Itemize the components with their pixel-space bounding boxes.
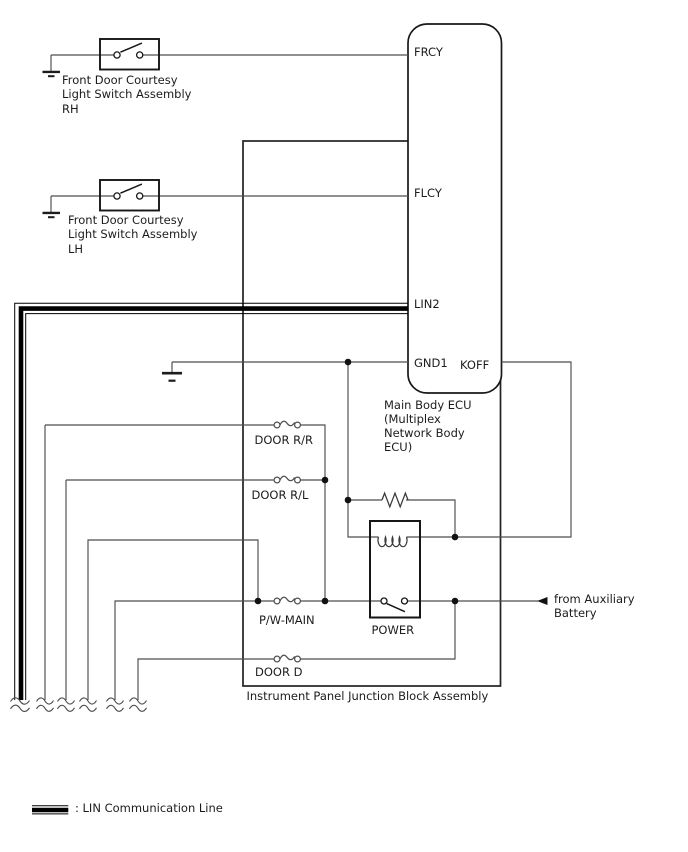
switch-lh-label: Front Door Courtesy Light Switch Assembl… bbox=[68, 213, 197, 256]
switch-box-rh bbox=[99, 38, 160, 71]
squiggle-icon-door-rr bbox=[36, 697, 54, 712]
ecu-caption-line4: ECU) bbox=[384, 440, 413, 455]
relay-coil-icon bbox=[377, 535, 408, 548]
squiggle-icon-lin bbox=[10, 697, 30, 713]
switch-contact-lh bbox=[113, 183, 144, 200]
connector-label-door-rr: DOOR R/R bbox=[254, 432, 313, 447]
switch-contact-rh bbox=[113, 42, 144, 59]
squiggle-icon-door-rl bbox=[57, 697, 75, 712]
wires bbox=[44, 54, 572, 700]
switch-lh-label-line2: Light Switch Assembly bbox=[68, 227, 198, 242]
dot bbox=[344, 358, 352, 366]
connector-icon-door-rr bbox=[273, 420, 302, 429]
junction-dots bbox=[254, 358, 459, 605]
dot bbox=[451, 533, 459, 541]
connector-icon-door-rl bbox=[273, 475, 302, 484]
wire-branch bbox=[87, 539, 259, 700]
connector-icons bbox=[273, 420, 302, 663]
battery-note: from Auxiliary Battery bbox=[554, 592, 635, 621]
connector-label-door-rl: DOOR R/L bbox=[251, 487, 309, 502]
battery-note-line1: from Auxiliary bbox=[554, 592, 635, 606]
switch-lh-label-line3: LH bbox=[68, 241, 84, 256]
ecu-caption-line1: Main Body ECU bbox=[384, 397, 472, 412]
lin-line-inner bbox=[25, 313, 408, 700]
lin-communication-line bbox=[14, 302, 408, 700]
ground-icon-lh bbox=[42, 211, 60, 219]
switch-rh-label: Front Door Courtesy Light Switch Assembl… bbox=[62, 73, 191, 116]
relay-contact bbox=[380, 597, 409, 613]
switch-rh-label-line3: RH bbox=[62, 101, 79, 116]
battery-note-line2: Battery bbox=[554, 606, 597, 621]
switch-box-lh bbox=[99, 179, 160, 212]
ecu-pin-lin2: LIN2 bbox=[414, 296, 440, 311]
switch-lh-label-line1: Front Door Courtesy bbox=[68, 213, 184, 227]
junction-block-box bbox=[242, 140, 502, 687]
ecu-pin-flcy: FLCY bbox=[414, 185, 442, 200]
dot bbox=[344, 496, 352, 504]
wire-door-d bbox=[300, 601, 456, 660]
resistor-icon bbox=[381, 491, 409, 509]
ecu-caption: Main Body ECU (Multiplex Network Body EC… bbox=[384, 398, 472, 455]
relay-label-power: POWER bbox=[371, 622, 415, 637]
dot bbox=[321, 597, 329, 605]
squiggle-icon-door-d bbox=[129, 697, 147, 712]
battery-arrow-icon bbox=[537, 597, 548, 605]
wire-door-rr-bus bbox=[300, 424, 326, 601]
ecu-pin-koff: KOFF bbox=[460, 357, 490, 372]
switch-rh-label-line2: Light Switch Assembly bbox=[62, 87, 192, 102]
continuation-squiggles bbox=[10, 697, 147, 713]
lin-line-outer bbox=[14, 302, 408, 700]
squiggle-icon-branch bbox=[79, 697, 97, 712]
squiggle-icon-pw-main bbox=[106, 697, 124, 712]
ground-icons bbox=[42, 70, 182, 382]
connector-label-door-d: DOOR D bbox=[255, 664, 303, 679]
legend-label: : LIN Communication Line bbox=[75, 800, 223, 815]
legend-lin-line-icon bbox=[32, 805, 69, 815]
ground-icon-rh bbox=[42, 70, 60, 78]
ground-icon-gnd1 bbox=[162, 371, 182, 382]
wire-relay-coil-left bbox=[347, 362, 379, 538]
dot bbox=[451, 597, 459, 605]
connector-icon-pw-main bbox=[273, 596, 302, 605]
connector-icon-door-d bbox=[273, 654, 302, 663]
connector-label-pw-main: P/W-MAIN bbox=[259, 612, 315, 627]
ecu-caption-line2: (Multiplex bbox=[384, 411, 441, 426]
dot bbox=[321, 476, 329, 484]
courtesy-switches bbox=[99, 38, 160, 212]
wire-pw-main-left bbox=[114, 600, 275, 700]
wire-door-d-left bbox=[137, 658, 275, 700]
wire-resistor-right bbox=[406, 499, 456, 537]
dot bbox=[254, 597, 262, 605]
switch-rh-label-line1: Front Door Courtesy bbox=[62, 73, 178, 87]
ecu-pin-frcy: FRCY bbox=[414, 44, 443, 59]
junction-block-label: Instrument Panel Junction Block Assembly bbox=[246, 688, 489, 703]
relay-box bbox=[369, 520, 421, 619]
wire-koff-loop bbox=[406, 361, 572, 538]
ecu-caption-line3: Network Body bbox=[384, 426, 465, 441]
ecu-pin-gnd1: GND1 bbox=[414, 356, 448, 370]
lin-line-thick bbox=[18, 306, 408, 700]
power-relay bbox=[369, 520, 421, 619]
ecu-box bbox=[407, 23, 503, 394]
